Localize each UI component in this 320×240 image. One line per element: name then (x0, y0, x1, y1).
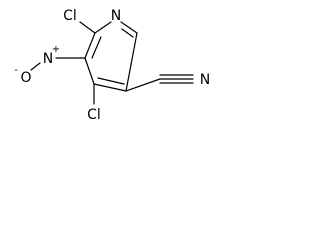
bond-c3-c4 (84, 57, 95, 85)
pyridine-ring (84, 21, 138, 92)
chemical-structure-canvas: N Cl N + O - Cl N (0, 0, 227, 137)
nitro-oxygen-label: O (20, 70, 31, 86)
chlorine-bottom-label: Cl (87, 107, 101, 123)
bond-c2-c3 (84, 32, 96, 59)
atom-labels: N Cl N + O - Cl N (14, 8, 210, 123)
nitro-nitrogen-label: N (43, 51, 53, 67)
bond-n1-c6 (120, 21, 138, 34)
bond-c5-cn (125, 78, 161, 92)
nitrile-nitrogen-label: N (200, 72, 210, 88)
nitro-minus-charge: - (14, 65, 18, 76)
bond-c2-cl (79, 21, 96, 34)
bond-c4-c5 (93, 83, 127, 92)
molecule-drawing: N Cl N + O - Cl N (14, 8, 210, 123)
bond-c2-c3-inner (91, 36, 102, 59)
bond-n1-c2 (94, 21, 112, 34)
ring-nitrogen-label: N (111, 8, 121, 24)
bond-c4-c5-inner (97, 77, 125, 85)
chlorine-top-label: Cl (63, 8, 77, 24)
substituent-bonds (30, 21, 194, 105)
nitro-plus-charge: + (52, 44, 60, 55)
bond-nitro-o (30, 62, 41, 71)
bond-n1-c6-inner (121, 28, 134, 38)
bond-c5-c6 (125, 32, 138, 92)
